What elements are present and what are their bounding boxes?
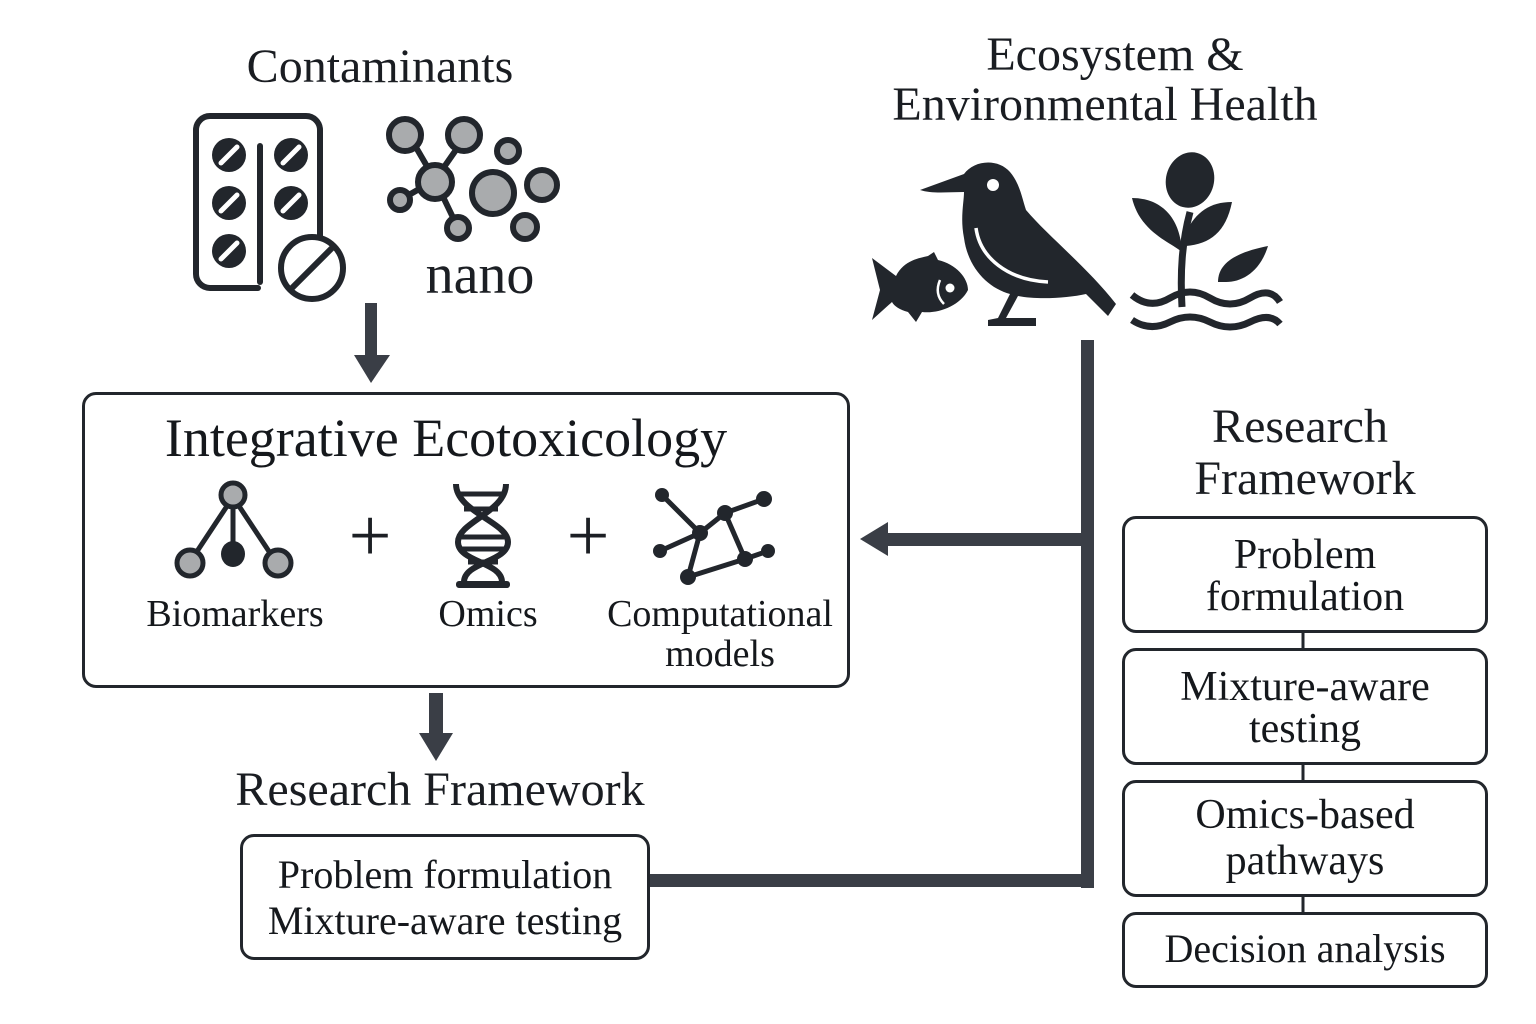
step-problem-formulation: Problem formulation: [1122, 516, 1488, 633]
computational-label-line2: models: [665, 633, 775, 675]
computational-label-line1: Computational: [607, 593, 833, 635]
step-2-line2: testing: [1249, 706, 1361, 752]
biomarkers-label: Biomarkers: [146, 593, 324, 635]
omics-label: Omics: [438, 593, 538, 635]
contaminants-title: Contaminants: [246, 40, 514, 93]
research-framework-left-title: Research Framework: [235, 763, 645, 816]
left-box-line1: Problem formulation: [277, 852, 613, 897]
fish-icon: [872, 252, 968, 322]
step-decision-analysis: Decision analysis: [1122, 912, 1488, 988]
bird-icon: [920, 162, 1116, 326]
nano-label: nano: [425, 244, 535, 306]
integrative-ecotoxicology-title: Integrative Ecotoxicology: [164, 408, 728, 468]
biomarker-tree-icon: [174, 480, 294, 579]
network-graph-icon: [653, 488, 775, 585]
integrative-ecotoxicology-box: Integrative Ecotoxicology: [82, 392, 850, 688]
plus-operator-1: +: [348, 494, 392, 578]
step-4-line1: Decision analysis: [1164, 926, 1446, 971]
research-framework-left-box: Problem formulation Mixture-aware testin…: [240, 834, 650, 960]
left-box-line2: Mixture-aware testing: [267, 898, 623, 943]
step-3-line2: pathways: [1225, 838, 1385, 884]
arrow-down-integrative: [419, 693, 453, 761]
step-3-line1: Omics-based: [1195, 792, 1415, 838]
nanoparticle-cluster-icon: [386, 116, 560, 242]
ecosystem-title-line1: Ecosystem &: [986, 28, 1244, 81]
ecosystem-title-line2: Environmental Health: [892, 78, 1318, 131]
plus-operator-2: +: [566, 494, 610, 578]
step-1-line2: formulation: [1205, 574, 1405, 620]
research-framework-right-title-line1: Research: [1212, 400, 1388, 453]
step-2-line1: Mixture-aware: [1180, 664, 1430, 710]
step-mixture-aware-testing: Mixture-aware testing: [1122, 648, 1488, 765]
research-framework-right-title-line2: Framework: [1194, 452, 1416, 505]
pill-blister-pack-icon: [193, 113, 346, 302]
plant-water-icon: [1129, 152, 1283, 331]
step-omics-based-pathways: Omics-based pathways: [1122, 780, 1488, 897]
dna-helix-icon: [453, 483, 512, 588]
arrow-down-contaminants: [354, 303, 390, 383]
step-1-line1: Problem: [1233, 532, 1377, 578]
